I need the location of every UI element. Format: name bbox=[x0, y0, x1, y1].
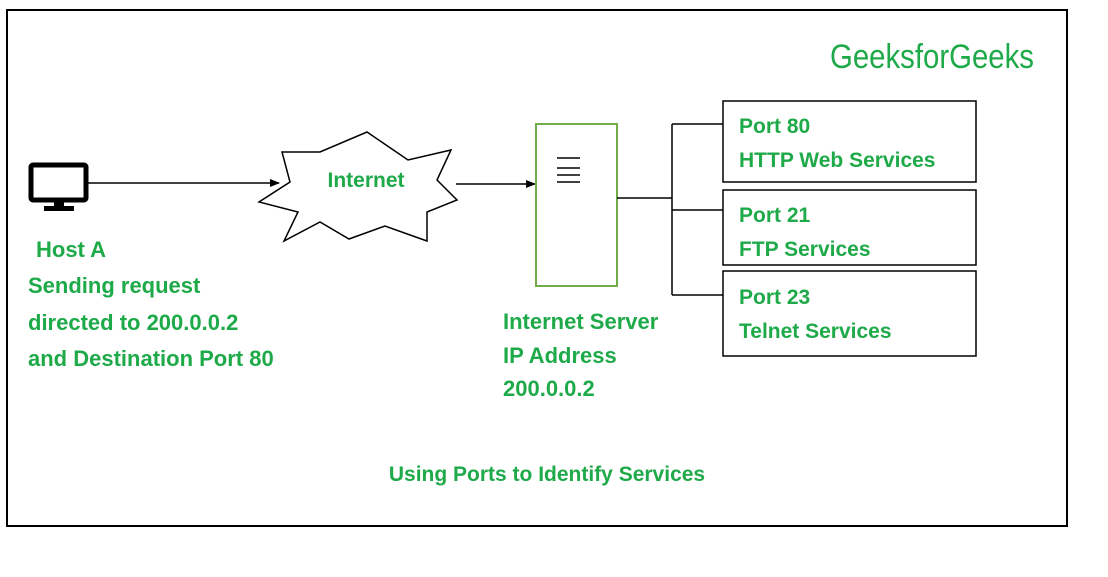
server-label-line: 200.0.0.2 bbox=[503, 376, 595, 401]
host-label-line: Sending request bbox=[28, 273, 201, 298]
port-box-80: Port 80 HTTP Web Services bbox=[722, 100, 977, 183]
port-service: FTP Services bbox=[739, 238, 871, 261]
port-box-21: Port 21 FTP Services bbox=[722, 189, 977, 266]
monitor-icon bbox=[28, 162, 89, 211]
internet-label: Internet bbox=[327, 169, 404, 192]
port-box-23: Port 23 Telnet Services bbox=[722, 270, 977, 357]
host-label-line: and Destination Port 80 bbox=[28, 346, 274, 371]
port-connector-lines bbox=[617, 123, 723, 296]
brand-logo: GeeksforGeeks bbox=[830, 38, 1034, 76]
host-label-line: directed to 200.0.0.2 bbox=[28, 310, 238, 335]
server-menu-icon bbox=[557, 157, 580, 183]
svg-text:Port 23 Telnet Services: Port 23 Telnet Services bbox=[739, 286, 892, 343]
diagram-caption: Using Ports to Identify Services bbox=[389, 463, 705, 486]
host-label: Host A Sending request directed to 200.0… bbox=[28, 237, 274, 371]
server-label-line: IP Address bbox=[503, 343, 617, 368]
port-service: Telnet Services bbox=[739, 320, 892, 343]
diagram-frame bbox=[6, 9, 1068, 527]
port-service: HTTP Web Services bbox=[739, 149, 935, 172]
host-label-line: Host A bbox=[36, 237, 106, 262]
port-number: Port 21 bbox=[739, 204, 811, 227]
svg-text:Port 80 HTTP Web Service: Port 80 HTTP Web Services bbox=[739, 115, 935, 172]
server-label-line: Internet Server bbox=[503, 309, 659, 334]
internet-cloud-shape bbox=[257, 131, 459, 243]
port-number: Port 80 bbox=[739, 115, 810, 138]
svg-text:Port 21 FTP Services: Port 21 FTP Services bbox=[739, 204, 871, 261]
internet-server-box bbox=[535, 123, 618, 287]
port-number: Port 23 bbox=[739, 286, 810, 309]
server-label: Internet Server IP Address 200.0.0.2 bbox=[503, 309, 664, 401]
